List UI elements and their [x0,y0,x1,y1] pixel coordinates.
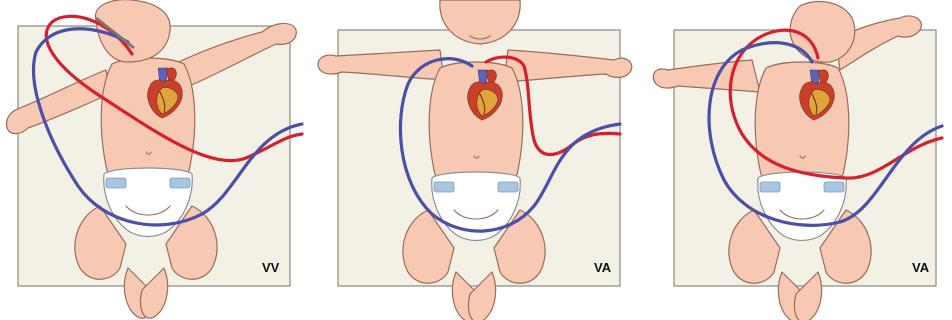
mode-label-va-2: VA [912,260,930,275]
panel-vv: VV [7,0,303,318]
panel-va-1: VA [318,0,632,320]
panel-va-2: VA [653,2,942,320]
mode-label-va-1: VA [594,260,612,275]
mode-label-vv: VV [262,260,280,275]
infant-left-arm [653,60,760,92]
